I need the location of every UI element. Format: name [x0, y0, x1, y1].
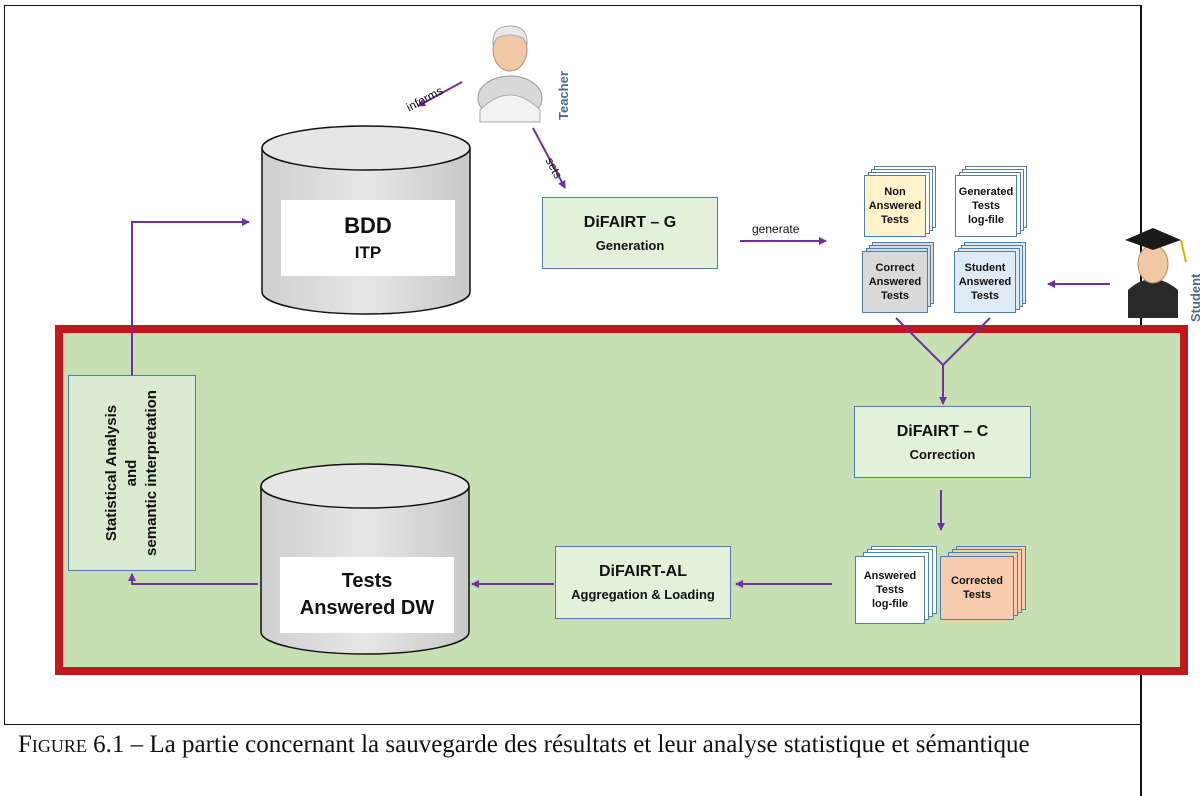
difairt-al-box: DiFAIRT-AL Aggregation & Loading [555, 546, 731, 619]
difairt-c-box: DiFAIRT – C Correction [854, 406, 1031, 478]
arrow-sets [532, 127, 566, 189]
teacher-icon [477, 25, 543, 123]
bdd-label: BDD ITP [281, 200, 455, 276]
dw-label: Tests Answered DW [280, 557, 454, 633]
figure-label: Figure 6.1 [18, 731, 125, 758]
dw-subtitle: Answered DW [299, 597, 435, 619]
doc-non-answered-tests: Non Answered Tests [864, 166, 936, 238]
difairt-g-subtitle: Generation [595, 237, 665, 253]
doc-generated-tests-log: Generated Tests log-file [955, 166, 1027, 238]
flow-arrows [128, 81, 1110, 588]
doc-line: Tests [881, 214, 909, 226]
difairt-c-title: DiFAIRT – C [896, 422, 989, 440]
analysis-line-2: and [123, 459, 140, 487]
doc-line: Answered [868, 276, 922, 288]
analysis-box: Statistical Analysis and semantic interp… [68, 375, 196, 571]
student-icon [1125, 228, 1187, 318]
difairt-c-subtitle: Correction [909, 446, 976, 462]
doc-correct-answered-tests: Correct Answered Tests [862, 242, 934, 314]
teacher-label: Teacher [556, 71, 571, 120]
difairt-g-title: DiFAIRT – G [583, 213, 677, 231]
doc-line: Generated [958, 186, 1014, 198]
difairt-al-title: DiFAIRT-AL [599, 563, 687, 580]
caption-text: – La partie concernant la sauvegarde des… [124, 731, 1030, 758]
difairt-g-box: DiFAIRT – G Generation [542, 197, 718, 269]
analysis-text: Statistical Analysis and semantic interp… [102, 375, 162, 571]
bdd-subtitle: ITP [354, 243, 382, 262]
student-label: Student [1188, 273, 1200, 322]
doc-line: Student [964, 262, 1006, 274]
doc-line: Correct [875, 262, 915, 274]
doc-line: Tests [963, 589, 991, 601]
doc-answered-tests-log: Answered Tests log-file [855, 546, 939, 626]
doc-line: Corrected [951, 575, 1003, 587]
arrow-merge [895, 317, 991, 367]
difairt-al-subtitle: Aggregation & Loading [571, 587, 715, 602]
doc-line: Tests [971, 290, 999, 302]
doc-line: log-file [967, 214, 1005, 226]
doc-line: Non [884, 186, 906, 198]
doc-corrected-tests: Corrected Tests [940, 546, 1030, 626]
bdd-title: BDD [344, 213, 392, 238]
arrow-analysis-to-bdd [131, 218, 250, 375]
doc-line: Answered [958, 276, 1012, 288]
doc-line: Tests [972, 200, 1000, 212]
doc-line: Answered [863, 570, 917, 582]
doc-student-answered-tests: Student Answered Tests [954, 242, 1026, 314]
analysis-line-3: semantic interpretation [143, 390, 160, 556]
analysis-line-1: Statistical Analysis [103, 404, 120, 542]
doc-line: log-file [871, 598, 909, 610]
arrow-dw-to-analysis [128, 573, 258, 585]
doc-line: Answered [868, 200, 922, 212]
dw-title: Tests [341, 570, 393, 592]
figure-caption: Figure 6.1 – La partie concernant la sau… [18, 728, 1138, 761]
label-generate: generate [752, 222, 800, 236]
doc-line: Tests [876, 584, 904, 596]
doc-line: Tests [881, 290, 909, 302]
arrow-informs [417, 81, 463, 107]
